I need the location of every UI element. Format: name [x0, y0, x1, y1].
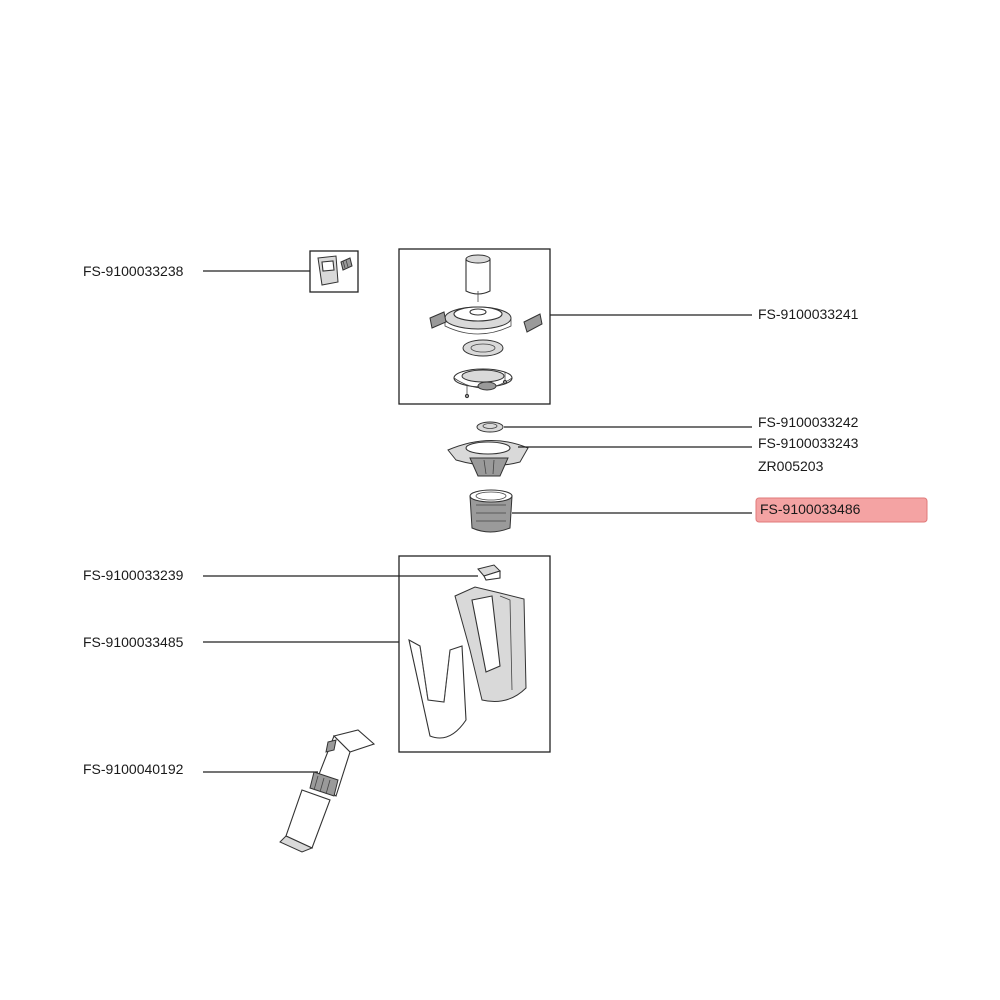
latch-button-icon — [477, 564, 501, 581]
part-box-3238 — [309, 250, 359, 293]
part-label-3485[interactable]: FS-9100033485 — [83, 634, 184, 650]
part-40192-group[interactable]: FS-9100040192 — [83, 729, 376, 853]
part-label-3243[interactable]: FS-9100033243 — [758, 435, 859, 451]
part-box-3485 — [398, 555, 551, 753]
part-label-3241[interactable]: FS-9100033241 — [758, 306, 859, 322]
part-box-3241 — [398, 248, 551, 405]
part-3486-group[interactable]: FS-9100033486 — [469, 489, 928, 533]
part-label-3239[interactable]: FS-9100033239 — [83, 567, 184, 583]
part-3239-group[interactable]: FS-9100033239 — [83, 564, 501, 583]
part-label-zr005203[interactable]: ZR005203 — [758, 458, 824, 474]
part-label-40192[interactable]: FS-9100040192 — [83, 761, 184, 777]
cyclone-cone-icon — [447, 440, 529, 477]
part-3242-group[interactable]: FS-9100033242 — [476, 414, 859, 433]
dust-bin-icon — [408, 586, 527, 739]
handle-tube-icon — [279, 729, 376, 853]
motor-assembly-icon — [429, 254, 543, 399]
part-label-3238[interactable]: FS-9100033238 — [83, 263, 184, 279]
part-3485-group[interactable]: FS-9100033485 — [83, 555, 551, 753]
part-3243-group[interactable]: FS-9100033243 ZR005203 — [447, 435, 859, 477]
mesh-filter-icon — [469, 489, 513, 533]
part-3238-group[interactable]: FS-9100033238 — [83, 250, 359, 293]
part-3241-group[interactable]: FS-9100033241 — [398, 248, 859, 405]
filter-disk-icon — [476, 421, 504, 433]
clip-part-icon — [317, 255, 353, 286]
part-label-3486[interactable]: FS-9100033486 — [760, 501, 861, 517]
highlight-box-3486 — [755, 497, 928, 523]
part-label-3242[interactable]: FS-9100033242 — [758, 414, 859, 430]
